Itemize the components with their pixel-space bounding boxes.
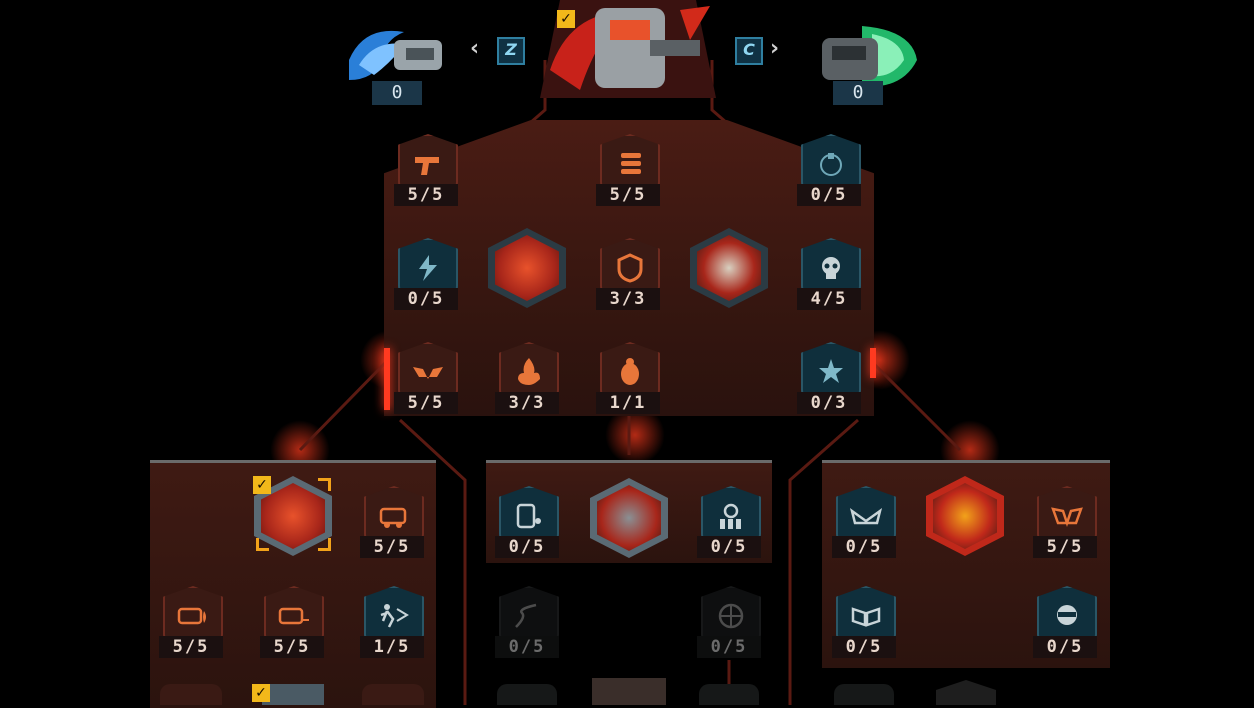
right-hero-count: 0 xyxy=(833,81,883,105)
partial-node xyxy=(834,684,894,705)
skill-node-vehicle-speed[interactable]: 5/5 xyxy=(260,584,324,660)
skill-node-pistol[interactable]: 5/5 xyxy=(394,132,458,208)
skill-node-strike[interactable]: 0/5 xyxy=(394,236,458,312)
skill-node-flame[interactable]: 3/3 xyxy=(495,340,559,416)
skill-node-grenade[interactable]: 0/5 xyxy=(797,132,861,208)
partial-check-icon: ✓ xyxy=(252,684,270,702)
skill-node-vehicle-fire[interactable]: 5/5 xyxy=(159,584,223,660)
skill-node-hourglass[interactable]: 5/5 xyxy=(1033,484,1097,560)
skill-node-beetle[interactable]: 1/1 xyxy=(596,340,660,416)
skill-node-ammo[interactable]: 5/5 xyxy=(596,132,660,208)
left-hero-count: 0 xyxy=(372,81,422,105)
gold-corner xyxy=(318,478,331,491)
skill-node-chevron[interactable]: 0/5 xyxy=(832,484,896,560)
partial-node xyxy=(497,684,557,705)
right-hotkey-c: C xyxy=(735,37,763,65)
selected-hero-portrait[interactable] xyxy=(540,0,716,98)
right-hero-portrait[interactable] xyxy=(802,20,920,92)
skill-node-target[interactable]: 0/5 xyxy=(697,584,761,660)
skill-node-shield[interactable]: 3/3 xyxy=(596,236,660,312)
skill-node-ninja[interactable]: 0/5 xyxy=(1033,584,1097,660)
left-hotkey-z: Z xyxy=(497,37,525,65)
partial-node xyxy=(699,684,759,705)
skill-node-wing-badge[interactable]: 5/5 xyxy=(394,340,458,416)
skill-node-runner[interactable]: 1/5 xyxy=(360,584,424,660)
skill-node-trail[interactable]: 0/5 xyxy=(495,584,559,660)
perk-hex-jaw[interactable] xyxy=(690,228,768,308)
partial-node xyxy=(592,678,666,705)
chevron-left-icon[interactable]: ‹ xyxy=(470,36,480,61)
gold-corner xyxy=(318,538,331,551)
skill-node-biohazard[interactable]: 0/5 xyxy=(697,484,761,560)
chevron-right-icon[interactable]: › xyxy=(770,36,780,61)
skill-node-vehicle[interactable]: 5/5 xyxy=(360,484,424,560)
skill-node-flag[interactable]: 0/5 xyxy=(832,584,896,660)
partial-node xyxy=(160,684,222,705)
selected-check-icon: ✓ xyxy=(557,10,575,28)
gold-corner xyxy=(256,538,269,551)
skill-node-skull[interactable]: 4/5 xyxy=(797,236,861,312)
partial-node xyxy=(262,684,324,705)
vortex-check-icon: ✓ xyxy=(253,476,271,494)
skill-node-star[interactable]: 0/3 xyxy=(797,340,861,416)
skill-node-phone[interactable]: 0/5 xyxy=(495,484,559,560)
left-hero-portrait[interactable] xyxy=(344,20,454,92)
partial-node xyxy=(362,684,424,705)
